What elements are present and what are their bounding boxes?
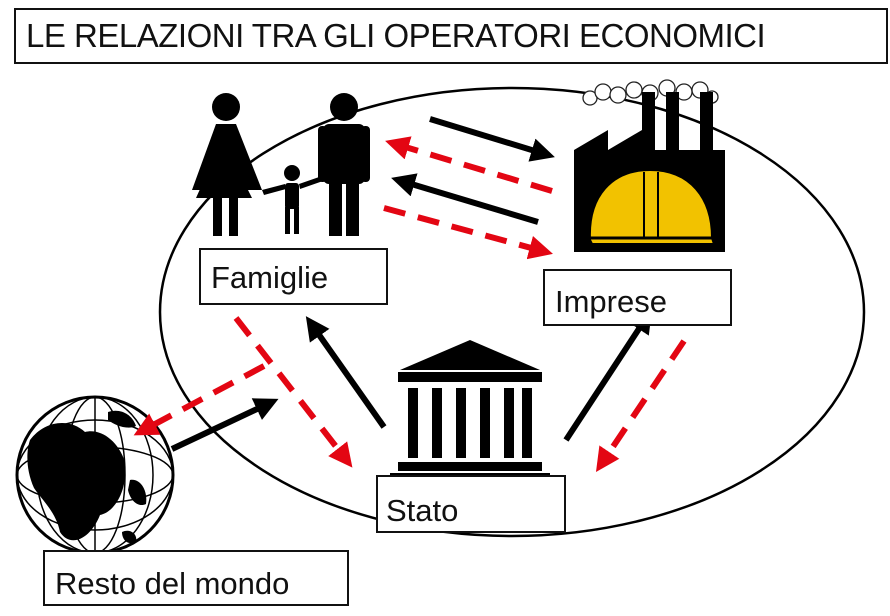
label-resto-del-mondo: Resto del mondo bbox=[43, 550, 349, 606]
arrow-stato-to-famiglie bbox=[305, 316, 387, 429]
economic-relations-diagram bbox=[15, 79, 866, 555]
page-title: LE RELAZIONI TRA GLI OPERATORI ECONOMICI bbox=[14, 8, 888, 64]
factory-icon bbox=[574, 79, 725, 252]
label-imprese: Imprese bbox=[543, 269, 732, 326]
arrow-famiglie-to-imprese bbox=[429, 116, 555, 162]
arrow-imprese-to-famiglie-money bbox=[385, 136, 553, 194]
arrow-famiglie-to-resto-money bbox=[133, 363, 266, 436]
arrow-famiglie-to-imprese-money bbox=[383, 205, 553, 260]
arrow-imprese-to-famiglie bbox=[391, 173, 539, 225]
globe-icon bbox=[15, 395, 175, 555]
label-stato: Stato bbox=[376, 475, 566, 533]
family-icon bbox=[192, 93, 370, 236]
arrow-imprese-to-stato-money bbox=[595, 339, 687, 472]
hard-hat-icon bbox=[588, 168, 716, 245]
arrow-famiglie-to-stato-money bbox=[233, 316, 353, 468]
economic-system-ellipse bbox=[158, 86, 866, 538]
arrow-stato-to-imprese bbox=[563, 308, 652, 442]
arrow-resto-to-famiglie bbox=[170, 398, 279, 452]
label-famiglie: Famiglie bbox=[199, 248, 388, 305]
government-building-icon bbox=[390, 340, 550, 479]
